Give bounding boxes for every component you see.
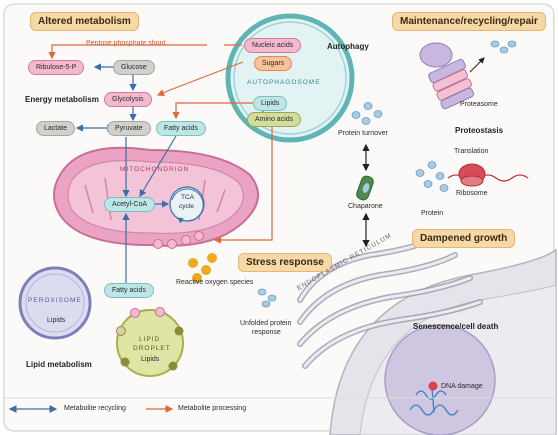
header-maintenance: Maintenance/recycling/repair [392, 12, 546, 31]
label-lipid-metabolism: Lipid metabolism [26, 360, 92, 369]
label-peroxisome: PEROXISOME [28, 297, 82, 304]
label-tca: TCA [181, 194, 194, 201]
label-lipid-droplet-lipids: Lipids [141, 356, 160, 363]
pill-fatty-acids-bottom: Fatty acids [104, 283, 154, 298]
label-senescence: Senescence/cell death [413, 322, 499, 331]
amino-acid-beads [153, 231, 204, 249]
pill-acetyl-coa: Acetyl-CoA [104, 197, 156, 212]
proteasome-shape [419, 42, 475, 110]
legend-processing-label: Metabolite processing [178, 405, 247, 412]
pill-sugars: Sugars [254, 56, 293, 71]
pill-pyruvate: Pyruvate [107, 121, 151, 136]
label-tca-cycle: cycle [179, 203, 194, 210]
pill-glycolysis: Glycolysis [104, 92, 152, 107]
label-lipid-droplet-1: LIPID [139, 336, 161, 343]
pill-lactate: Lactate [36, 121, 75, 136]
label-pentose-shunt: Pentose phosphate shunt [86, 40, 166, 47]
legend-recycling-label: Metabolite recycling [64, 405, 126, 412]
pill-ribulose: Ribulose-5-P [28, 60, 85, 75]
label-energy-metabolism: Energy metabolism [25, 95, 99, 104]
label-dna-damage: DNA damage [441, 383, 483, 390]
pill-amino-acids: Amino acids [247, 112, 302, 127]
label-protein-turnover: Protein turnover [338, 130, 388, 137]
label-translation: Translation [454, 148, 489, 155]
label-peroxisome-lipids: Lipids [47, 317, 66, 324]
label-unfolded-2: response [252, 329, 281, 336]
label-mitochondrion: MITOCHONDRION [120, 166, 190, 173]
label-proteasome: Proteasome [460, 101, 498, 108]
pill-fatty-acids-top: Fatty acids [156, 121, 206, 136]
mitochondrion [53, 146, 259, 247]
label-chaperone: Chaparone [348, 203, 383, 210]
header-stress-response: Stress response [238, 253, 332, 272]
peroxisome [18, 266, 92, 340]
dna-damage-marker [428, 381, 438, 391]
pill-nucleic-acids: Nucleic acids [244, 38, 302, 53]
label-ribosome: Ribosome [456, 190, 488, 197]
lipid-droplet [116, 309, 184, 377]
label-unfolded-1: Unfolded protein [240, 320, 292, 327]
label-autophagy: Autophagy [327, 42, 369, 51]
label-autophagosome: AUTOPHAGOSOME [247, 79, 321, 86]
label-protein: Protein [421, 210, 444, 217]
ros-dots [188, 253, 217, 283]
pill-lipids: Lipids [253, 96, 288, 111]
label-proteostasis: Proteostasis [455, 126, 504, 135]
label-lipid-droplet-2: DROPLET [133, 345, 171, 352]
header-altered-metabolism: Altered metabolism [30, 12, 139, 31]
label-ros: Reactive oxygen species [176, 279, 254, 286]
pill-glucose: Glucose [113, 60, 155, 75]
header-dampened-growth: Dampened growth [412, 229, 516, 248]
